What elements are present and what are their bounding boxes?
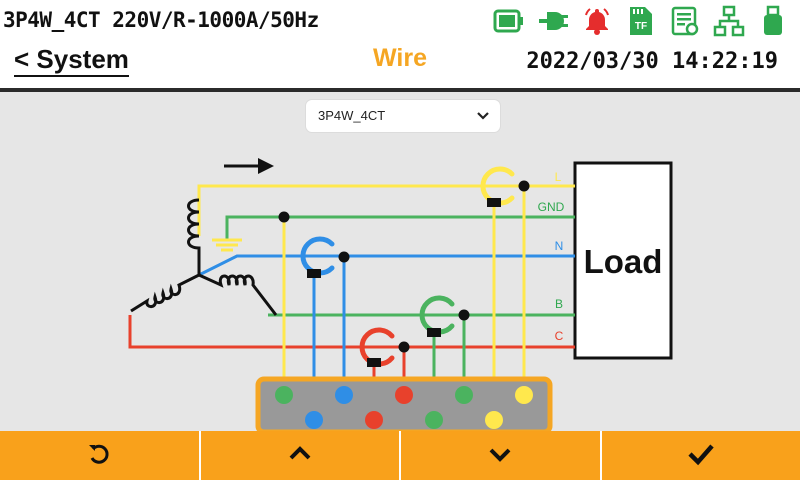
top-bar: 3P4W_4CT 220V/R-1000A/50Hz — [0, 0, 800, 88]
network-icon — [712, 4, 746, 38]
line-gnd — [225, 215, 575, 240]
label-b: B — [555, 297, 563, 311]
terminal-ct-c — [365, 411, 383, 429]
terminal-ct-b — [425, 411, 443, 429]
confirm-button[interactable] — [601, 431, 800, 480]
ct-clamp-l-icon — [480, 166, 515, 206]
terminal-ct-n — [305, 411, 323, 429]
wiring-type-value: 3P4W_4CT — [318, 108, 386, 123]
back-to-system-link[interactable]: < System — [14, 44, 129, 77]
line-l — [197, 184, 575, 236]
ground-symbol-icon — [212, 238, 242, 252]
terminal-gnd — [275, 386, 293, 404]
undo-button[interactable] — [0, 431, 199, 480]
ct-clamp-b-icon — [419, 295, 455, 335]
terminal-l — [515, 386, 533, 404]
load-label: Load — [584, 243, 663, 280]
terminal-b — [455, 386, 473, 404]
wiring-diagram: Load L GND N B C — [128, 158, 673, 431]
move-down-button[interactable] — [401, 431, 600, 480]
tf-card-label: TF — [635, 21, 647, 32]
page-title: Wire — [373, 44, 427, 72]
label-n: N — [555, 239, 564, 253]
junction-dot — [398, 341, 410, 353]
line-c — [128, 315, 575, 349]
checkmark-icon — [687, 441, 715, 471]
terminal-n — [335, 386, 353, 404]
alarm-bell-icon[interactable] — [580, 4, 614, 38]
power-plug-icon — [536, 4, 570, 38]
chevron-down-icon — [476, 108, 490, 127]
label-l: L — [555, 170, 562, 184]
junction-dot — [458, 309, 470, 321]
label-gnd: GND — [538, 200, 565, 214]
header-divider — [0, 88, 800, 92]
wiring-type-select[interactable]: 3P4W_4CT — [306, 100, 500, 132]
report-icon[interactable] — [668, 4, 702, 38]
datetime: 2022/03/30 14:22:19 — [526, 49, 778, 74]
current-direction-arrow — [224, 158, 274, 174]
terminal-c — [395, 386, 413, 404]
ct-clamp-c-icon — [359, 327, 395, 367]
line-n — [198, 254, 575, 277]
tf-card-icon: TF — [624, 4, 658, 38]
junction-dot — [338, 251, 350, 263]
configuration-status-text: 3P4W_4CT 220V/R-1000A/50Hz — [3, 8, 319, 32]
chevron-up-icon — [287, 441, 313, 471]
load-box — [573, 161, 673, 360]
terminal-ct-l — [485, 411, 503, 429]
battery-icon — [492, 4, 526, 38]
page-title-wrap: Wire — [0, 44, 800, 73]
terminals — [275, 386, 533, 429]
status-icons: TF — [492, 4, 790, 38]
undo-icon — [86, 441, 112, 471]
move-up-button[interactable] — [200, 431, 399, 480]
usb-drive-icon — [756, 4, 790, 38]
label-c: C — [555, 329, 564, 343]
bottom-toolbar — [0, 431, 800, 480]
chevron-down-icon — [487, 441, 513, 471]
transformer-coils — [130, 198, 278, 316]
wiring-panel: Load L GND N B C — [0, 92, 800, 431]
connector-block — [255, 376, 553, 431]
ct-clamp-n-icon — [300, 236, 335, 276]
junction-dot — [518, 180, 530, 192]
junction-dot — [278, 211, 290, 223]
